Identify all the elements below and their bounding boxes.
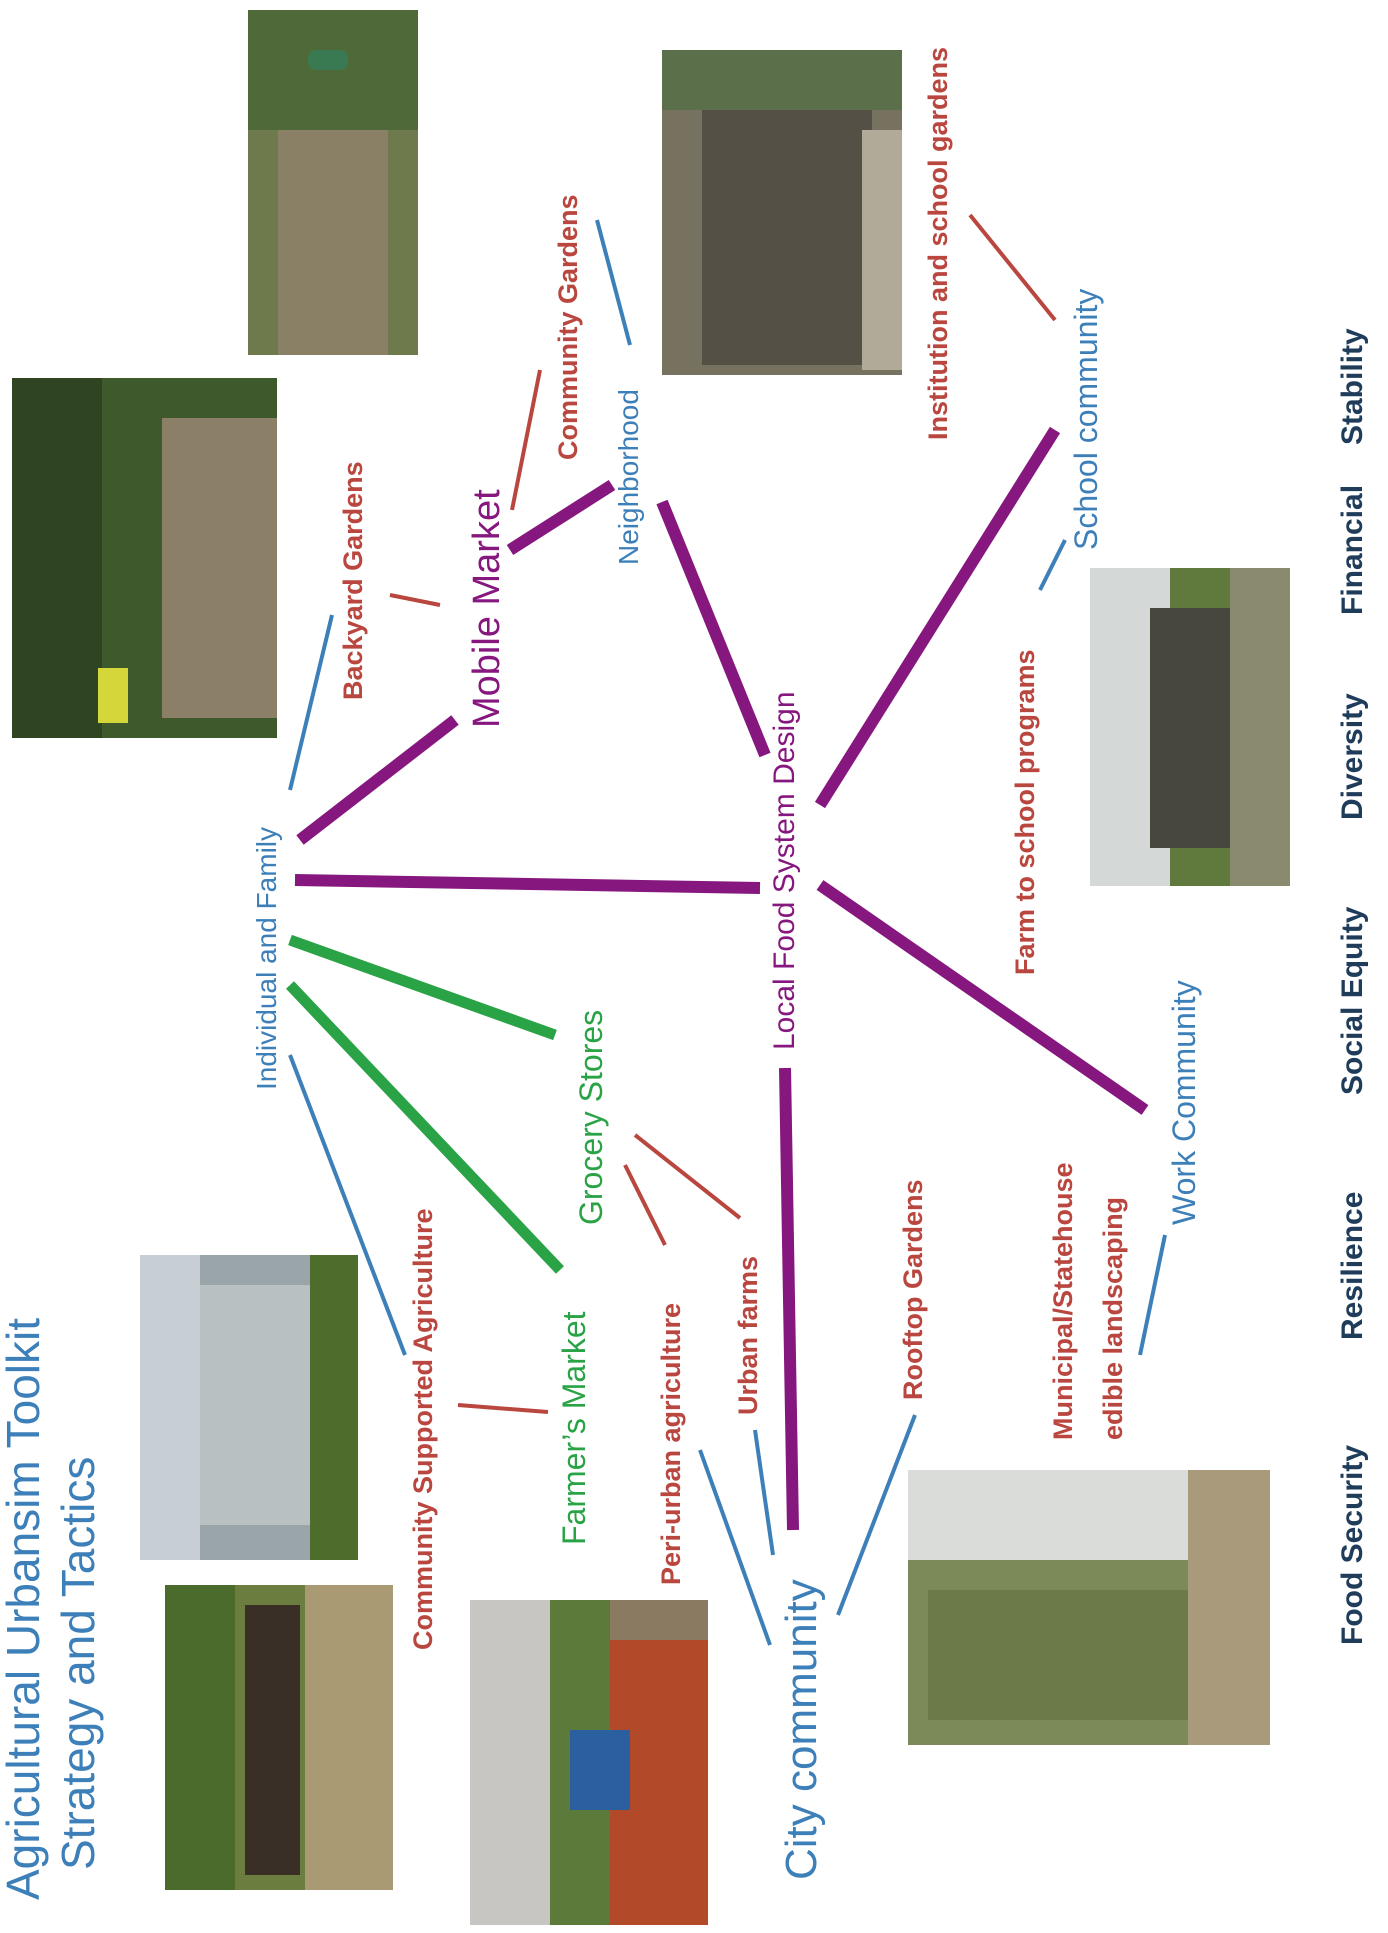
edge-mobile-community bbox=[510, 369, 542, 511]
tactic-peri-urban: Peri-urban agriculture bbox=[656, 1302, 686, 1585]
edge-individual-mobile bbox=[296, 715, 459, 845]
edge-grocery-urban bbox=[633, 1133, 742, 1220]
edge-lfs-work bbox=[816, 880, 1149, 1115]
page-title-line1: Agricultural Urbansim Toolkit bbox=[0, 1317, 49, 1900]
tactic-rooftop-gardens: Rooftop Gardens bbox=[898, 1179, 928, 1401]
node-individual-family: Individual and Family bbox=[251, 826, 282, 1090]
photo-backyard-garden bbox=[12, 378, 277, 738]
tactic-farm-to-school: Farm to school programs bbox=[1010, 649, 1040, 975]
edge-city-peri bbox=[698, 1449, 772, 1646]
edge-lfs-individual bbox=[294, 874, 761, 894]
photo-edible-landscaping bbox=[908, 1470, 1270, 1745]
photo-market-stalls bbox=[470, 1600, 708, 1925]
edge-individual-grocery bbox=[288, 934, 557, 1041]
node-city-community: City community bbox=[777, 1579, 826, 1880]
edge-neighborhood-community bbox=[595, 219, 632, 346]
outcome-resilience: Resilience bbox=[1336, 1191, 1369, 1340]
edge-city-urban bbox=[753, 1429, 775, 1556]
tactic-urban-farms: Urban farms bbox=[733, 1255, 763, 1415]
photo-school-raised-beds bbox=[662, 50, 902, 375]
photo-raised-beds-garden bbox=[248, 10, 418, 355]
page-title-line2: Strategy and Tactics bbox=[52, 1456, 104, 1870]
edge-lfs-neighborhood bbox=[656, 499, 771, 758]
edge-csa-farmers bbox=[457, 1403, 549, 1414]
edge-institution-school bbox=[968, 213, 1057, 322]
node-school-community: School community bbox=[1068, 288, 1104, 550]
edge-individual-backyard bbox=[288, 614, 334, 791]
edge-mobile-neighborhood bbox=[506, 479, 616, 556]
node-work-community: Work Community bbox=[1166, 980, 1202, 1225]
tactic-institution-school-gardens: Institution and school gardens bbox=[923, 46, 953, 440]
outcome-social-equity: Social Equity bbox=[1336, 906, 1369, 1095]
edge-city-rooftop bbox=[836, 1414, 917, 1616]
edge-lfs-school bbox=[814, 426, 1061, 809]
photo-farm-to-school bbox=[1090, 568, 1290, 886]
edge-individual-farmers bbox=[286, 981, 564, 1274]
node-mobile-market: Mobile Market bbox=[466, 489, 508, 728]
outcome-diversity: Diversity bbox=[1336, 693, 1369, 820]
photo-tire-garden bbox=[165, 1585, 393, 1890]
edge-lfs-city bbox=[779, 1067, 799, 1531]
node-farmers-market: Farmer’s Market bbox=[556, 1311, 592, 1545]
outcome-stability: Stability bbox=[1336, 328, 1369, 445]
tactic-community-gardens: Community Gardens bbox=[553, 194, 583, 460]
edge-grocery-peri bbox=[623, 1164, 667, 1246]
edge-individual-csa bbox=[288, 1054, 407, 1356]
tactic-municipal-line1: Municipal/Statehouse bbox=[1048, 1162, 1078, 1440]
node-grocery-stores: Grocery Stores bbox=[573, 1009, 609, 1225]
photo-greenhouse bbox=[140, 1255, 358, 1560]
edge-backyard-mobile bbox=[389, 593, 441, 607]
outcome-food-security: Food Security bbox=[1336, 1444, 1369, 1645]
node-local-food-system: Local Food System Design bbox=[768, 691, 801, 1050]
edge-work-municipal bbox=[1138, 1234, 1167, 1356]
outcome-financial: Financial bbox=[1336, 484, 1369, 615]
tactic-municipal-line2: edible landscaping bbox=[1098, 1196, 1128, 1440]
node-neighborhood: Neighborhood bbox=[613, 389, 644, 565]
tactic-backyard-gardens: Backyard Gardens bbox=[338, 461, 368, 700]
edge-school-farm bbox=[1038, 539, 1067, 591]
tactic-csa: Community Supported Agriculture bbox=[408, 1208, 438, 1650]
